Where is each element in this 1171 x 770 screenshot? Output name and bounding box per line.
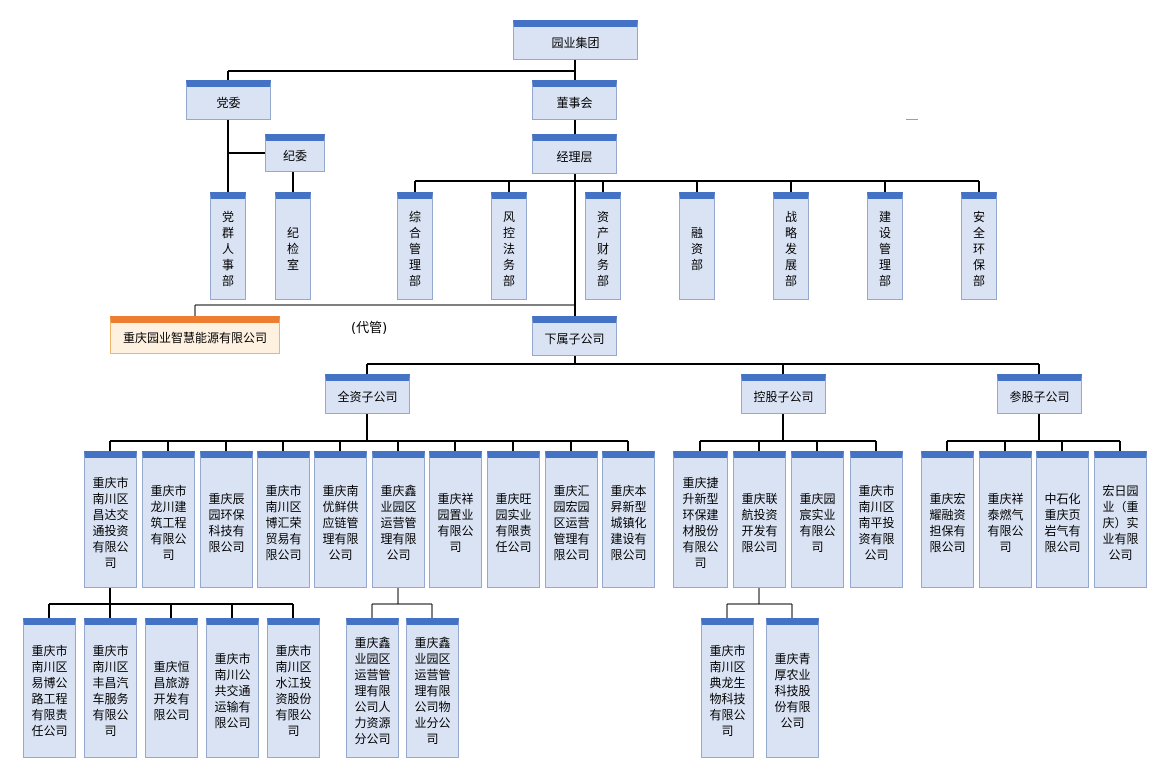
org-node-c1: 重庆市 南川区 易博公 路工程 有限责 任公司 bbox=[23, 618, 76, 758]
org-node-p2: 重庆祥 泰燃气 有限公 司 bbox=[979, 451, 1032, 588]
org-node-c3: 重庆恒 昌旅游 开发有 限公司 bbox=[145, 618, 198, 758]
org-node-w6: 重庆鑫 业园区 运营管 理有限 公司 bbox=[372, 451, 425, 588]
org-node-risk-legal: 风 控 法 务 部 bbox=[491, 192, 527, 300]
org-node-w9: 重庆汇 园宏园 区运营 管理有 限公司 bbox=[545, 451, 598, 588]
org-node-holding: 控股子公司 bbox=[741, 374, 826, 414]
org-node-h1: 重庆捷 升新型 环保建 材股份 有限公 司 bbox=[673, 451, 728, 588]
org-node-inspection: 纪 检 室 bbox=[275, 192, 311, 300]
org-node-strategy: 战 略 发 展 部 bbox=[773, 192, 809, 300]
org-node-subsidiaries: 下属子公司 bbox=[532, 316, 617, 356]
org-node-x1: 重庆鑫 业园区 运营管 理有限 公司人 力资源 分公司 bbox=[346, 618, 399, 758]
org-node-participating: 参股子公司 bbox=[997, 374, 1082, 414]
org-node-wholly-owned: 全资子公司 bbox=[325, 374, 410, 414]
org-node-w8: 重庆旺 园实业 有限责 任公司 bbox=[487, 451, 540, 588]
org-node-h2: 重庆联 航投资 开发有 限公司 bbox=[733, 451, 786, 588]
org-node-c2: 重庆市 南川区 丰昌汽 车服务 有限公 司 bbox=[84, 618, 137, 758]
org-node-discipline: 纪委 bbox=[265, 134, 325, 172]
stray-mark bbox=[906, 119, 918, 120]
org-node-w3: 重庆辰 园环保 科技有 限公司 bbox=[200, 451, 253, 588]
org-node-w1: 重庆市 南川区 昌达交 通投资 有限公 司 bbox=[84, 451, 137, 588]
org-node-group: 园业集团 bbox=[513, 20, 638, 60]
org-node-financing: 融 资 部 bbox=[679, 192, 715, 300]
org-node-p1: 重庆宏 耀融资 担保有 限公司 bbox=[921, 451, 974, 588]
org-node-p3: 中石化 重庆页 岩气有 限公司 bbox=[1036, 451, 1089, 588]
org-node-w10: 重庆本 昇新型 城镇化 建设有 限公司 bbox=[602, 451, 655, 588]
org-node-management: 经理层 bbox=[532, 134, 617, 174]
org-node-c5: 重庆市 南川区 水江投 资股份 有限公 司 bbox=[267, 618, 320, 758]
org-node-construction: 建 设 管 理 部 bbox=[867, 192, 903, 300]
org-node-party-hr: 党 群 人 事 部 bbox=[210, 192, 246, 300]
org-node-l1: 重庆市 南川区 典龙生 物科技 有限公 司 bbox=[701, 618, 754, 758]
org-node-safety: 安 全 环 保 部 bbox=[961, 192, 997, 300]
org-node-x2: 重庆鑫 业园区 运营管 理有限 公司物 业分公 司 bbox=[406, 618, 459, 758]
org-node-h3: 重庆园 宸实业 有限公 司 bbox=[791, 451, 844, 588]
org-node-smart-energy: 重庆园业智慧能源有限公司 bbox=[110, 316, 280, 354]
org-node-asset-finance: 资 产 财 务 部 bbox=[585, 192, 621, 300]
org-node-p4: 宏日园 业（重 庆）实 业有限 公司 bbox=[1094, 451, 1147, 588]
org-node-w7: 重庆祥 园置业 有限公 司 bbox=[429, 451, 482, 588]
custody-note: (代管) bbox=[351, 321, 388, 336]
org-node-w5: 重庆南 优鲜供 应链管 理有限 公司 bbox=[314, 451, 367, 588]
org-node-h4: 重庆市 南川区 南平投 资有限 公司 bbox=[850, 451, 903, 588]
org-node-l2: 重庆青 厚农业 科技股 份有限 公司 bbox=[766, 618, 819, 758]
org-node-w2: 重庆市 龙川建 筑工程 有限公 司 bbox=[142, 451, 195, 588]
org-node-general-mgmt: 综 合 管 理 部 bbox=[397, 192, 433, 300]
org-node-party: 党委 bbox=[186, 80, 271, 120]
org-node-w4: 重庆市 南川区 博汇荣 贸易有 限公司 bbox=[257, 451, 310, 588]
org-node-c4: 重庆市 南川公 共交通 运输有 限公司 bbox=[206, 618, 259, 758]
org-node-board: 董事会 bbox=[532, 80, 617, 120]
